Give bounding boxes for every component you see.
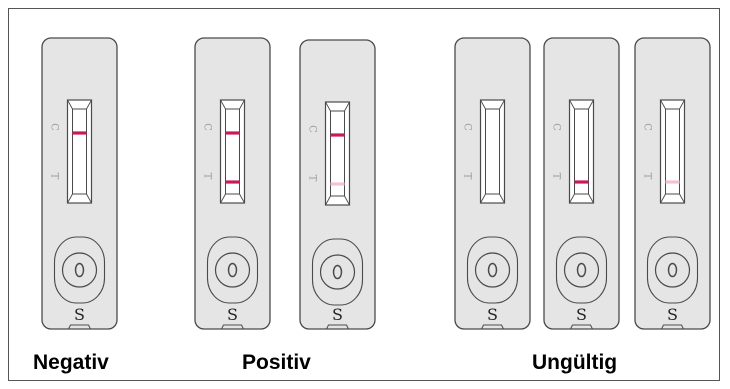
sample-well <box>53 236 106 304</box>
group-label-invalid: Ungültig <box>532 351 618 374</box>
cassette-notch <box>570 324 593 330</box>
sample-label: S <box>487 305 498 324</box>
figure-frame <box>8 8 720 381</box>
group-label-positive: Positiv <box>242 351 311 374</box>
result-window <box>66 99 93 204</box>
test-line <box>330 182 345 186</box>
result-window <box>659 99 686 204</box>
sample-label: S <box>74 305 85 324</box>
test-line-label: T <box>642 173 653 180</box>
test-device-invalid-1: C T S <box>454 37 531 330</box>
control-line <box>225 131 240 135</box>
cassette-notch <box>221 324 244 330</box>
test-line-label: T <box>462 173 473 180</box>
sample-label: S <box>227 305 238 324</box>
control-line-label: C <box>202 123 213 131</box>
cassette-notch <box>326 324 349 330</box>
control-line <box>72 131 87 135</box>
control-line-label: C <box>307 125 318 133</box>
test-device-positive-1: C T S <box>194 37 271 330</box>
test-line <box>225 180 240 184</box>
control-line-label: C <box>49 123 60 131</box>
cassette-notch <box>661 324 684 330</box>
sample-label: S <box>667 305 678 324</box>
result-window <box>324 101 351 206</box>
test-device-negative-1: C T S <box>41 37 118 330</box>
test-line-label: T <box>307 175 318 182</box>
sample-label: S <box>332 305 343 324</box>
test-line-label: T <box>49 173 60 180</box>
sample-well <box>311 238 364 306</box>
result-window <box>479 99 506 204</box>
control-line-label: C <box>642 123 653 131</box>
group-label-negative: Negativ <box>33 351 109 374</box>
sample-well <box>206 236 259 304</box>
test-line <box>665 180 680 184</box>
test-device-invalid-2: C T S <box>543 37 620 330</box>
test-device-invalid-3: C T S <box>634 37 711 330</box>
control-line-label: C <box>462 123 473 131</box>
test-line <box>574 180 589 184</box>
control-line <box>330 133 345 137</box>
test-device-positive-2: C T S <box>299 39 376 330</box>
control-line-label: C <box>551 123 562 131</box>
sample-well <box>555 236 608 304</box>
result-window <box>219 99 246 204</box>
sample-well <box>646 236 699 304</box>
test-line-label: T <box>202 173 213 180</box>
sample-label: S <box>576 305 587 324</box>
cassette-notch <box>481 324 504 330</box>
test-line-label: T <box>551 173 562 180</box>
sample-well <box>466 236 519 304</box>
result-window <box>568 99 595 204</box>
cassette-notch <box>68 324 91 330</box>
